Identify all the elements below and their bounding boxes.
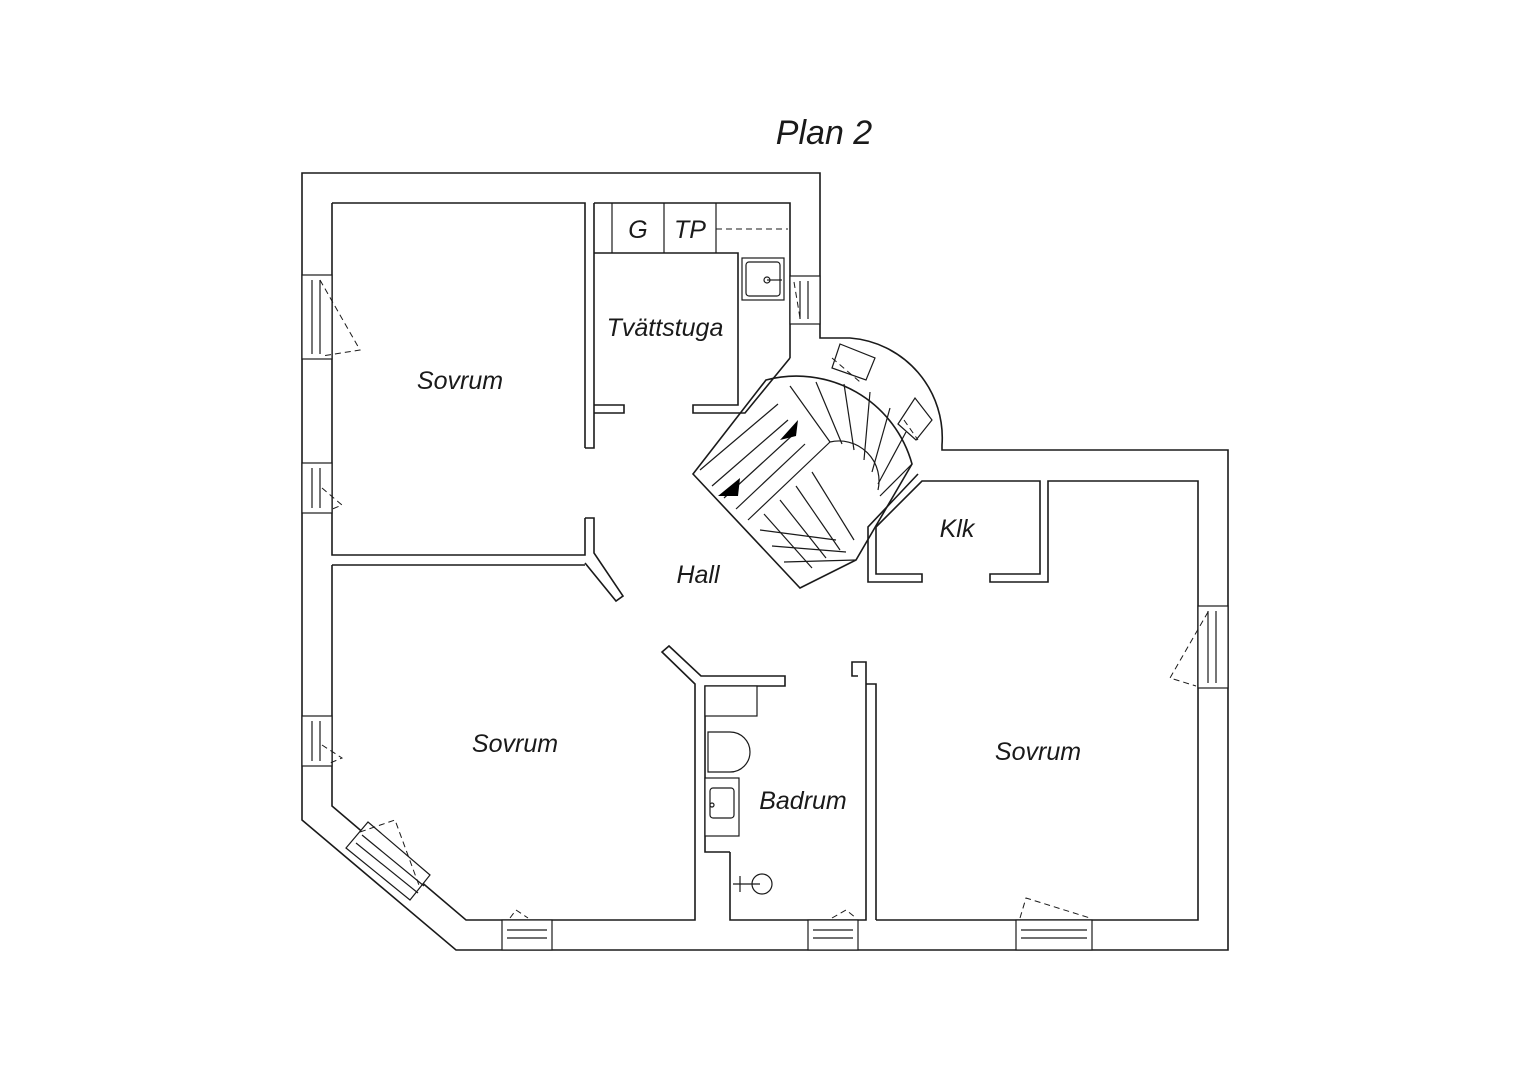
stair-arrow-lower [718, 478, 740, 496]
stair-arrow-upper [780, 420, 798, 440]
fixture-label-g: G [628, 216, 647, 244]
laundry-sink-icon [741, 257, 785, 301]
room-label-hall: Hall [676, 561, 721, 589]
room-label-closet: Klk [940, 515, 976, 543]
cabinet-icon [704, 685, 758, 717]
laundry-fixtures [611, 203, 788, 301]
toilet-icon [707, 731, 751, 773]
room-label-bedroom-right: Sovrum [995, 738, 1081, 766]
room-label-laundry: Tvättstuga [607, 314, 724, 342]
staircase [691, 375, 913, 589]
bathroom-fixtures [704, 685, 773, 895]
room-label-bathroom: Badrum [759, 787, 847, 815]
fixture-label-tp: TP [674, 216, 706, 244]
room-label-bedroom-bottom-left: Sovrum [472, 730, 558, 758]
room-label-bedroom-top-left: Sovrum [417, 367, 503, 395]
windows [301, 274, 1229, 951]
plan-title: Plan 2 [776, 114, 872, 152]
window-swings [319, 279, 1209, 919]
